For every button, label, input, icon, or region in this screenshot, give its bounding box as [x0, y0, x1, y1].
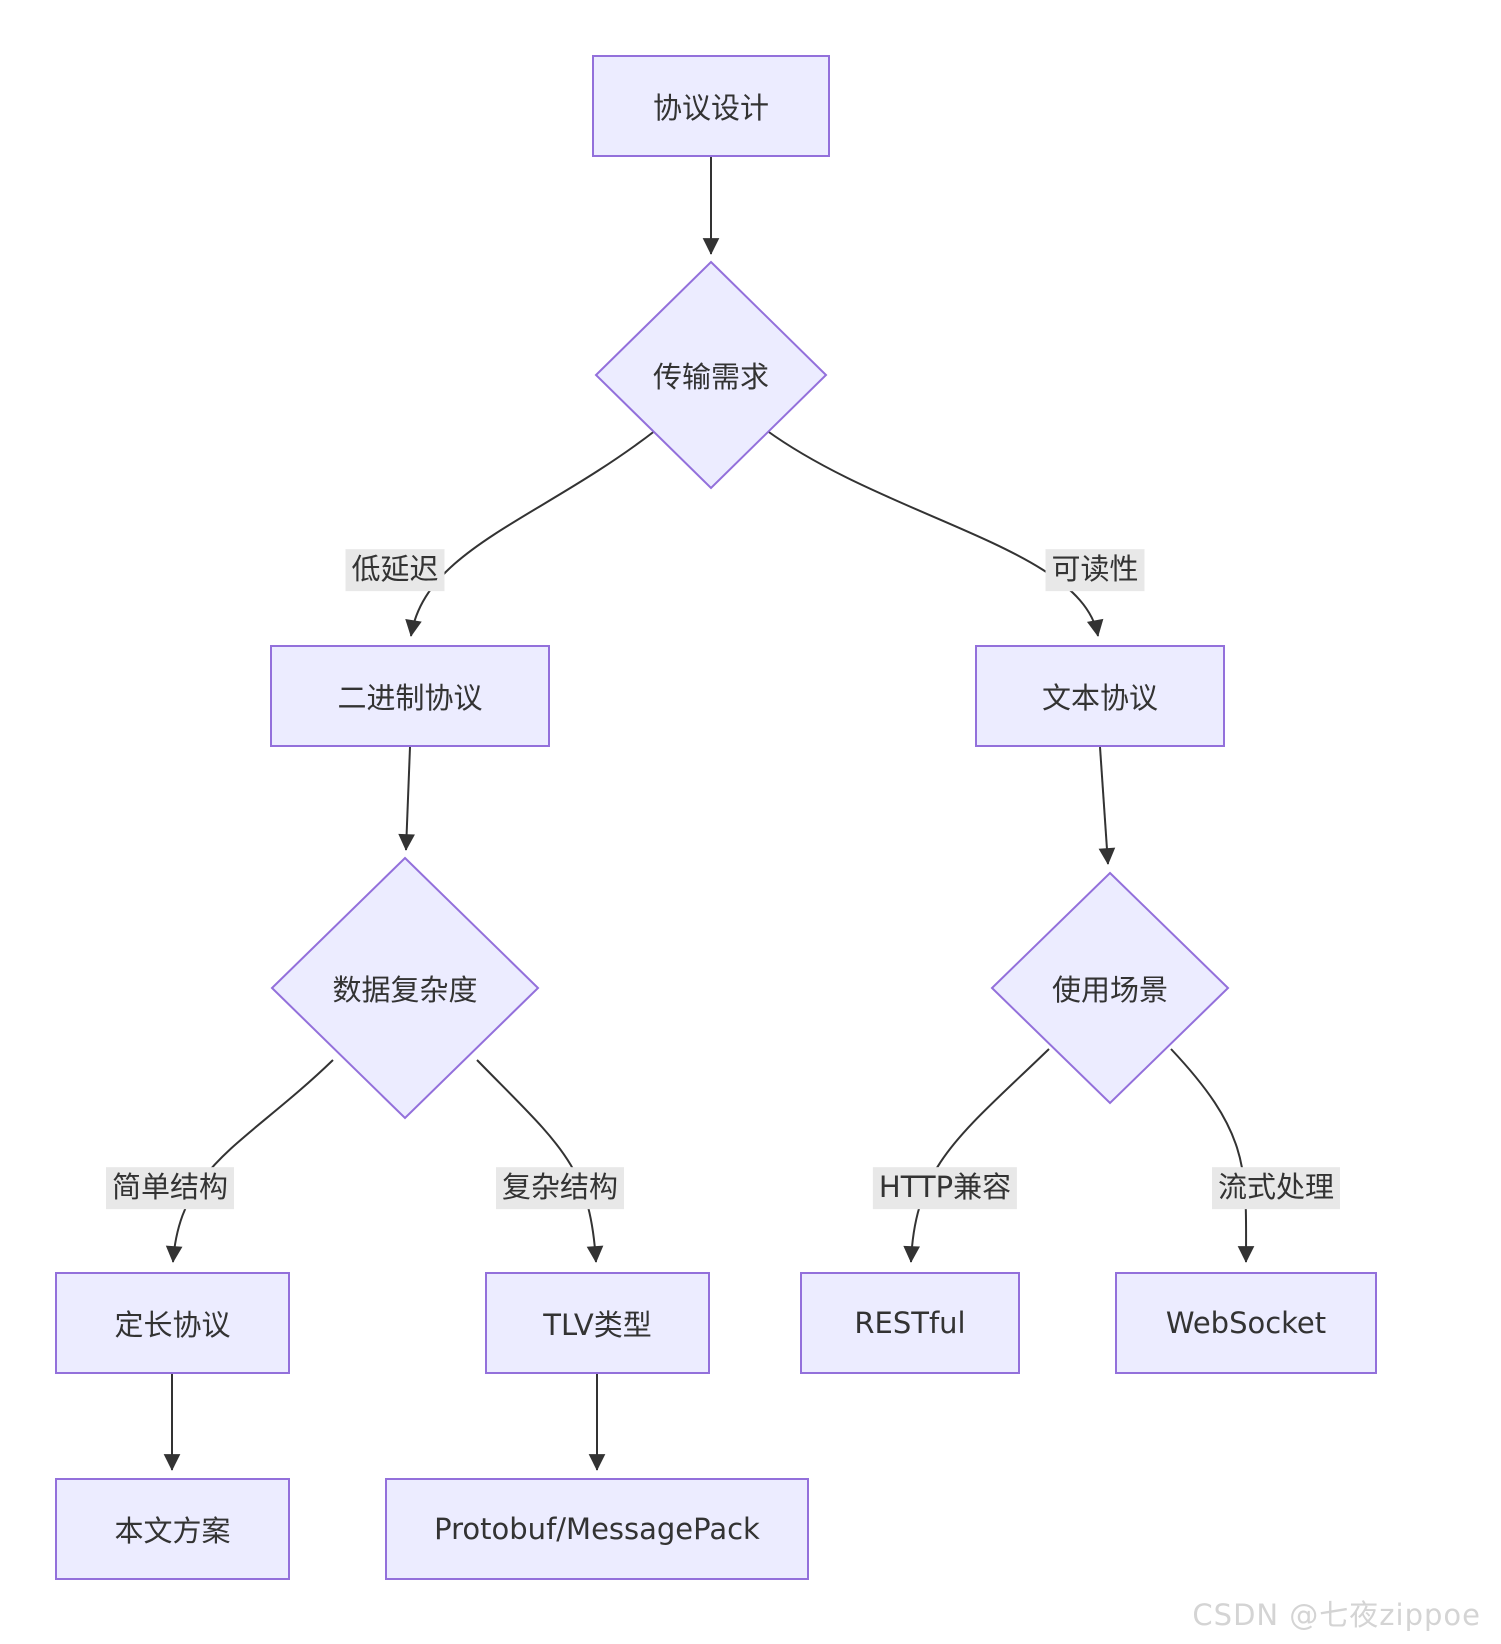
node-fixed-length: 定长协议: [55, 1272, 290, 1374]
node-binary-protocol-label: 二进制协议: [337, 681, 483, 715]
node-protobuf: Protobuf/MessagePack: [385, 1478, 809, 1580]
edge-usage-scenario-to-websocket: [1170, 1048, 1255, 1263]
edge-label-readability: 可读性: [1045, 549, 1145, 591]
decision-transport-demand-label: 传输需求: [652, 360, 770, 394]
node-fixed-length-label: 定长协议: [114, 1308, 231, 1342]
edge-label-simple-structure: 简单结构: [105, 1167, 235, 1209]
decision-data-complexity-label: 数据复杂度: [332, 973, 478, 1007]
node-this-paper: 本文方案: [55, 1478, 290, 1580]
node-tlv-type-label: TLV类型: [543, 1308, 652, 1342]
node-restful: RESTful: [800, 1272, 1020, 1374]
decision-data-complexity-shape: [270, 856, 540, 1120]
node-text-protocol-label: 文本协议: [1041, 681, 1158, 715]
edge-label-complex-structure: 复杂结构: [495, 1167, 625, 1209]
edge-transport-demand-to-text-protocol: [765, 429, 1104, 637]
node-protocol-design: 协议设计: [592, 55, 830, 157]
edge-label-stream-processing: 流式处理: [1211, 1167, 1341, 1209]
node-tlv-type: TLV类型: [485, 1272, 710, 1374]
node-protobuf-label: Protobuf/MessagePack: [434, 1512, 760, 1546]
node-text-protocol: 文本协议: [975, 645, 1225, 747]
decision-usage-scenario-shape: [990, 871, 1230, 1105]
decision-transport-demand-shape: [594, 260, 828, 490]
node-websocket: WebSocket: [1115, 1272, 1377, 1374]
node-binary-protocol: 二进制协议: [270, 645, 550, 747]
node-protocol-design-label: 协议设计: [652, 91, 769, 125]
edge-text-protocol-to-usage-scenario: [1098, 746, 1116, 865]
edge-label-low-latency: 低延迟: [345, 549, 445, 591]
edge-data-complexity-to-tlv-type: [476, 1059, 604, 1263]
node-websocket-label: WebSocket: [1165, 1306, 1327, 1340]
decision-usage-scenario-label: 使用场景: [1051, 973, 1169, 1007]
node-this-paper-label: 本文方案: [114, 1514, 231, 1548]
edge-data-complexity-to-fixed-length: [165, 1059, 334, 1263]
edge-transport-demand-to-binary-protocol: [405, 429, 657, 637]
edge-label-http-compatible: HTTP兼容: [872, 1167, 1018, 1209]
edge-binary-protocol-to-data-complexity: [398, 746, 415, 851]
edge-usage-scenario-to-restful: [903, 1048, 1050, 1263]
csdn-watermark: CSDN @七夜zippoe: [1192, 1598, 1481, 1632]
node-restful-label: RESTful: [854, 1306, 966, 1340]
